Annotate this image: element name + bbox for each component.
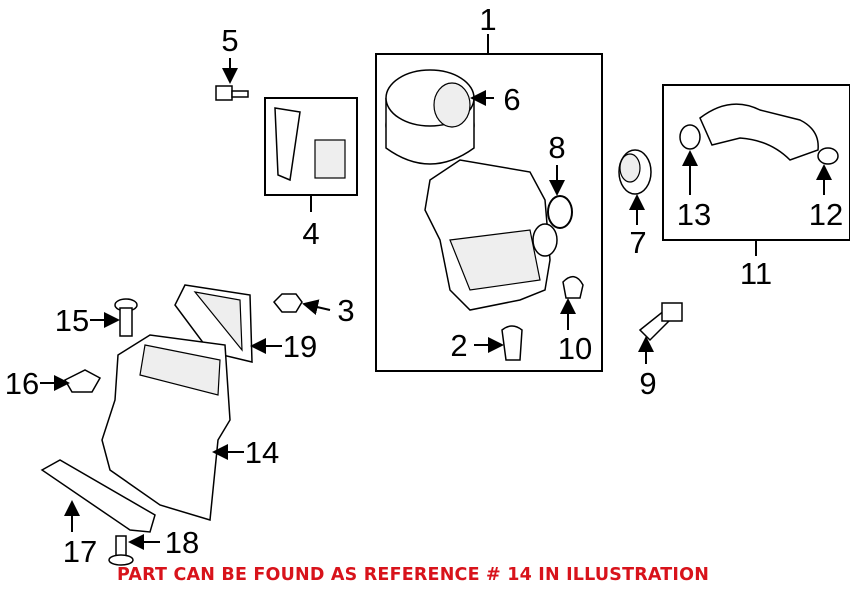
bolt-5 [215,85,249,101]
callout-3: 3 [337,293,354,328]
callout-2: 2 [450,328,467,363]
bolt-9 [638,302,683,342]
callout-13: 13 [677,197,711,232]
mount-2 [501,325,523,361]
callout-15: 15 [55,303,89,338]
reference-notice: PART CAN BE FOUND AS REFERENCE # 14 IN I… [117,565,710,585]
callout-6: 6 [503,82,520,117]
callout-12: 12 [809,197,843,232]
duct-19 [174,284,253,363]
callout-8: 8 [548,130,565,165]
callout-7: 7 [629,225,646,260]
adapter-7 [618,149,652,195]
nut-3 [272,293,303,313]
intake-hose-11 [679,103,839,165]
callout-16: 16 [5,366,39,401]
callout-18: 18 [165,525,199,560]
callout-19: 19 [283,329,317,364]
bolt-18 [108,535,134,566]
filter-element-6 [385,69,475,165]
bolt-15 [114,298,138,337]
callout-14: 14 [245,435,279,470]
callout-11: 11 [740,256,772,291]
callout-4: 4 [302,216,319,251]
clip-16 [63,369,102,393]
intake-duct-14 [101,334,231,521]
callout-5: 5 [221,23,238,58]
callout-9: 9 [639,366,656,401]
callout-17: 17 [63,534,97,569]
grommet-10 [562,276,584,299]
seal-ring-8 [547,195,573,229]
callout-1: 1 [479,2,496,37]
bracket-4 [274,107,346,182]
bracket-17 [40,459,156,533]
air-filter-housing-1 [424,159,558,311]
callout-10: 10 [558,331,592,366]
